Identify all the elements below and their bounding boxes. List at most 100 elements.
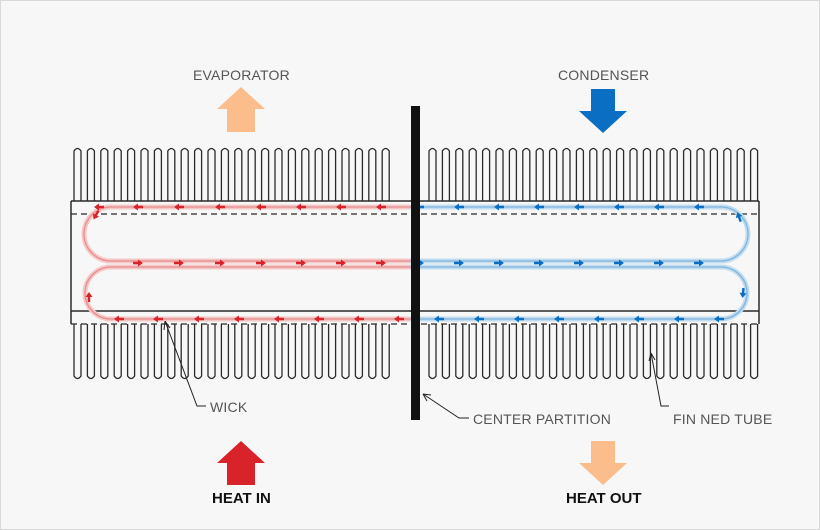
top-fin <box>220 147 230 201</box>
bottom-fin <box>180 324 189 380</box>
top-fin <box>287 147 297 201</box>
bottom-fin <box>100 324 109 380</box>
top-fin <box>696 147 705 201</box>
bottom-fin-array <box>73 324 759 380</box>
heat-arrows <box>217 87 627 485</box>
flow-arrow-icon <box>514 315 524 323</box>
top-fin <box>100 147 109 201</box>
flow-arrow-icon <box>654 259 664 267</box>
bottom-fin <box>615 324 625 380</box>
bottom-fin <box>441 324 451 380</box>
bottom-fin <box>314 324 323 380</box>
flow-arrow-icon <box>474 315 484 323</box>
flow-arrow-icon <box>594 315 604 323</box>
flow-arrow-icon <box>133 203 143 211</box>
bottom-fin <box>287 324 297 380</box>
top-fin <box>669 147 678 201</box>
flow-arrow-icon <box>554 315 564 323</box>
finned-tube-label: FIN NED TUBE <box>673 411 773 427</box>
bottom-fin <box>153 324 163 380</box>
partition-leader-arrowhead <box>422 393 432 402</box>
wick-path-right-top <box>408 204 751 264</box>
bottom-fin <box>481 324 491 380</box>
bottom-fin <box>368 324 377 380</box>
top-fin <box>314 147 323 201</box>
top-fin <box>247 147 256 201</box>
top-fin <box>428 147 437 201</box>
flow-arrow-icon <box>194 315 204 323</box>
flow-arrow-icon <box>494 203 504 211</box>
top-fin <box>354 147 364 201</box>
top-fin <box>736 147 745 201</box>
flow-arrow-icon <box>694 203 704 211</box>
bottom-fin <box>562 324 571 380</box>
bottom-fin <box>354 324 364 380</box>
flow-arrow-icon <box>314 315 324 323</box>
wick-path-left-top <box>81 204 414 264</box>
top-fin <box>629 147 638 201</box>
bottom-fin <box>234 324 243 380</box>
flow-arrow-icon <box>694 259 704 267</box>
bottom-fin <box>113 324 122 380</box>
flow-arrow-icon <box>634 315 644 323</box>
finned-tube-leader-line <box>650 352 669 407</box>
bottom-fin <box>629 324 638 380</box>
bottom-fin <box>548 324 558 380</box>
bottom-fin <box>428 324 437 380</box>
wick-label: WICK <box>210 399 248 415</box>
bottom-fin <box>669 324 678 380</box>
flow-arrow-icon <box>296 259 306 267</box>
top-fin <box>86 147 96 201</box>
wick-line-right-top <box>411 206 749 262</box>
bottom-fin <box>73 324 82 380</box>
flow-arrow-icon <box>296 203 306 211</box>
bottom-fin <box>522 324 531 380</box>
bottom-fin <box>341 324 350 380</box>
top-fin <box>207 147 216 201</box>
bottom-fin <box>207 324 216 380</box>
flow-arrow-icon <box>574 203 584 211</box>
flow-arrow-icon <box>434 315 444 323</box>
bottom-fin <box>301 324 310 380</box>
flow-arrow-icon <box>534 203 544 211</box>
flow-arrow-icon <box>256 259 266 267</box>
flow-arrow-icon <box>336 259 346 267</box>
flow-arrow-icon <box>714 315 724 323</box>
bottom-fin <box>193 324 203 380</box>
top-fin <box>140 147 149 201</box>
top-fin <box>441 147 451 201</box>
top-fin <box>642 147 652 201</box>
bottom-fin <box>247 324 256 380</box>
flow-arrow-icon <box>454 203 464 211</box>
flow-arrow-icon <box>614 203 624 211</box>
top-fin <box>368 147 377 201</box>
leader-lines <box>163 320 669 419</box>
top-fin <box>341 147 350 201</box>
bottom-fin <box>126 324 136 380</box>
flow-arrow-icon <box>654 203 664 211</box>
bottom-fin <box>682 324 692 380</box>
bottom-fin <box>736 324 745 380</box>
bottom-fin <box>589 324 598 380</box>
flow-arrow-icon <box>336 203 346 211</box>
top-fin <box>468 147 477 201</box>
wick-center-lines <box>83 206 749 320</box>
top-fin <box>682 147 692 201</box>
flow-arrow-icon <box>735 212 743 223</box>
flow-arrow-icon <box>454 259 464 267</box>
bottom-fin <box>495 324 504 380</box>
evaporator-label: EVAPORATOR <box>193 67 290 83</box>
flow-arrow-icon <box>614 259 624 267</box>
top-fin-array <box>73 147 759 201</box>
top-fin <box>723 147 732 201</box>
bottom-fin <box>167 324 176 380</box>
top-fin <box>709 147 719 201</box>
bottom-fin <box>508 324 518 380</box>
bottom-fin <box>696 324 705 380</box>
flow-arrow-icon <box>376 259 386 267</box>
bottom-fin <box>575 324 585 380</box>
flow-arrow-icon <box>234 315 244 323</box>
top-fin <box>548 147 558 201</box>
